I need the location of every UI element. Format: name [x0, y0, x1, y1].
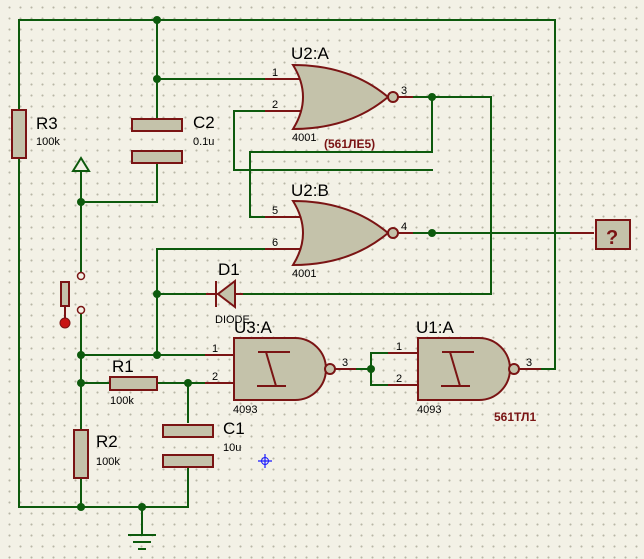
junction-dot: [153, 351, 161, 359]
wires: [18, 19, 571, 536]
pin-number: 1: [272, 67, 278, 79]
junction-dot: [77, 379, 85, 387]
pushbutton-switch[interactable]: [59, 271, 86, 329]
pin-number: 2: [396, 373, 402, 385]
wire-top-rail: [18, 19, 556, 370]
junction-dot: [153, 290, 161, 298]
u2a-ref: U2:A: [291, 44, 329, 63]
junction-dot: [153, 75, 161, 83]
junction-dot: [77, 198, 85, 206]
u2b-ref: U2:B: [291, 181, 329, 200]
capacitor-c2[interactable]: C2 0.1u: [131, 113, 215, 164]
junction-dot: [138, 503, 146, 511]
pin-number: 1: [396, 341, 402, 353]
wire-u2b-pin6: [156, 248, 266, 356]
pin-number: 3: [342, 357, 348, 369]
junction-dot: [428, 229, 436, 237]
wire-c2-bottom: [80, 162, 158, 203]
pin-number: 2: [212, 371, 218, 383]
nand-gate-body: [233, 337, 327, 401]
nor-gate-body: [291, 63, 390, 131]
r2-ref: R2: [96, 432, 118, 451]
nor-gate-body: [291, 199, 390, 267]
pin-number: 6: [272, 237, 278, 249]
gate-u2a-nor[interactable]: U2:A 4001 (561ЛЕ5) 1 2 3: [265, 44, 413, 151]
r3-value: 100k: [36, 136, 60, 148]
u2a-part: 4001: [292, 132, 316, 144]
u1a-note: 561ТЛ1: [494, 410, 536, 424]
u3a-ref: U3:A: [234, 318, 272, 337]
diode-triangle: [216, 278, 236, 310]
u3a-part: 4093: [233, 404, 257, 416]
schmitt-trigger-icon: [257, 351, 290, 387]
pin-number: 3: [526, 357, 532, 369]
gate-u2b-nor[interactable]: U2:B 4001 5 6 4: [265, 181, 413, 280]
gate-u3a-schmitt-nand[interactable]: U3:A 4093 1 2 3: [205, 318, 356, 416]
r3-ref: R3: [36, 114, 58, 133]
junction-dot: [153, 16, 161, 24]
power-arrow-icon: [71, 156, 91, 172]
probe-label: ?: [606, 227, 618, 249]
wire-u2a-out-to-u2b: [249, 96, 433, 218]
junction-dot: [184, 379, 192, 387]
u1a-ref: U1:A: [416, 318, 454, 337]
logic-probe[interactable]: ?: [570, 219, 631, 250]
resistor-r2[interactable]: R2 100k: [73, 429, 120, 479]
c2-value: 0.1u: [193, 136, 214, 148]
inverter-bubble: [387, 227, 399, 239]
u1a-part: 4093: [417, 404, 441, 416]
junction-dot: [428, 93, 436, 101]
junction-dot: [77, 351, 85, 359]
wire-r3-bottom: [18, 157, 189, 508]
crosshair-cursor-icon: [258, 454, 272, 468]
c1-value: 10u: [223, 442, 241, 454]
r1-value: 100k: [110, 395, 134, 407]
u2a-note: (561ЛЕ5): [324, 137, 375, 151]
r1-ref: R1: [112, 357, 134, 376]
inverter-bubble: [324, 363, 336, 375]
c2-ref: C2: [193, 113, 215, 132]
nand-gate-body: [417, 337, 511, 401]
u2b-part: 4001: [292, 268, 316, 280]
diode-d1[interactable]: D1 DIODE: [206, 260, 250, 326]
junctions: [77, 16, 436, 511]
pin-number: 4: [401, 221, 407, 233]
c1-ref: C1: [223, 419, 245, 438]
resistor-r3[interactable]: R3 100k: [11, 109, 60, 159]
d1-ref: D1: [218, 260, 240, 279]
junction-dot: [367, 365, 375, 373]
pin-number: 1: [212, 343, 218, 355]
junction-dot: [77, 503, 85, 511]
capacitor-c1[interactable]: C1 10u: [162, 419, 245, 468]
gate-u1a-schmitt-nand[interactable]: U1:A 4093 561ТЛ1 1 2 3: [388, 318, 541, 424]
inverter-bubble: [387, 91, 399, 103]
pin-number: 5: [272, 205, 278, 217]
resistor-r1[interactable]: R1 100k: [109, 357, 158, 407]
r2-value: 100k: [96, 456, 120, 468]
wire-u2a-out: [242, 96, 492, 295]
pin-number: 3: [401, 85, 407, 97]
ground-icon: [128, 534, 156, 550]
pin-number: 2: [272, 99, 278, 111]
d1-value: DIODE: [215, 314, 250, 326]
inverter-bubble: [508, 363, 520, 375]
schmitt-trigger-icon: [441, 351, 474, 387]
wire-u2a-pin2-crossfeed: [233, 110, 433, 171]
